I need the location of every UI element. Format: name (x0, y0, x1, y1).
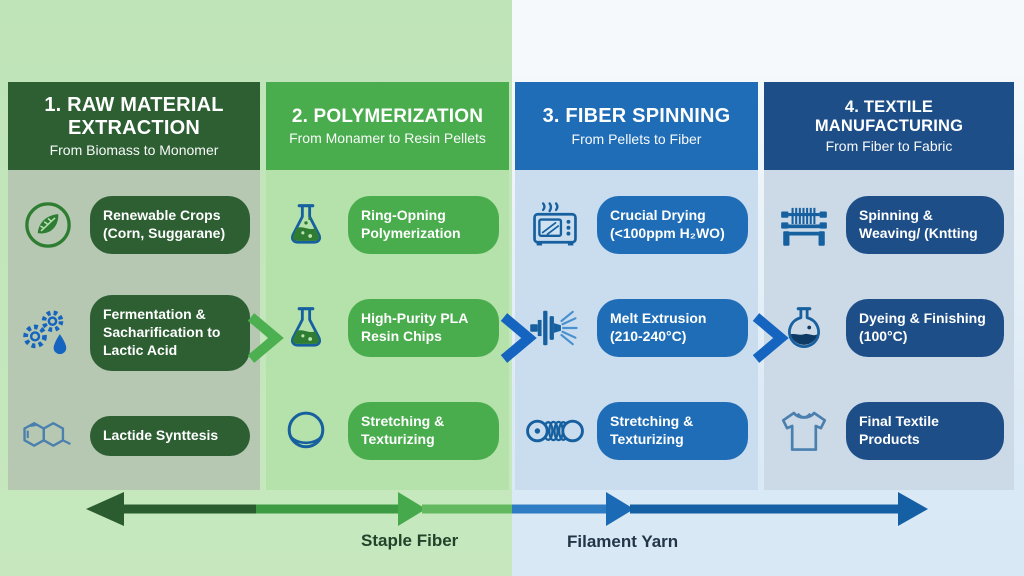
step-pill: Renewable Crops (Corn, Suggarane) (90, 196, 250, 254)
step-pill: Crucial Drying (<100ppm H₂WO) (597, 196, 748, 254)
column-3-body: Crucial Drying (<100ppm H₂WO) (515, 170, 758, 490)
step-stretching-texturizing-blue: Stretching & Texturizing (515, 402, 758, 460)
step-stretching-texturizing-green: Stretching & Texturizing (266, 402, 509, 460)
chevron-right-icon-2 (496, 310, 538, 371)
step-lactide-synthesis: Lactide Synttesis (8, 412, 260, 460)
column-2-title: 2. POLYMERIZATION (291, 105, 484, 127)
step-pill: Stretching & Texturizing (348, 402, 499, 460)
loom-icon (768, 200, 840, 250)
flow-arrow (86, 492, 928, 526)
column-raw-material-extraction: 1. RAW MATERIAL EXTRACTION From Biomass … (8, 82, 260, 490)
step-pill: High-Purity PLA Resin Chips (348, 299, 499, 357)
step-pill: Stretching & Texturizing (597, 402, 748, 460)
yarn-spool-icon (519, 408, 591, 454)
step-final-products: Final Textile Products (764, 402, 1014, 460)
column-polymerization: 2. POLYMERIZATION From Monamer to Resin … (266, 82, 509, 490)
tshirt-icon (768, 406, 840, 456)
column-1-header: 1. RAW MATERIAL EXTRACTION From Biomass … (8, 82, 260, 170)
column-4-subtitle: From Fiber to Fabric (825, 137, 953, 154)
chevron-right-icon-1 (243, 310, 285, 371)
step-dyeing-finishing: Dyeing & Finishing (100°C) (764, 299, 1014, 357)
column-1-body: Renewable Crops (Corn, Suggarane) Ferme (8, 170, 260, 490)
column-fiber-spinning: 3. FIBER SPINNING From Pellets to Fiber (515, 82, 758, 490)
step-high-purity-pla: High-Purity PLA Resin Chips (266, 299, 509, 357)
step-fermentation: Fermentation & Sacharification to Lactic… (8, 295, 260, 371)
melt-extruder-icon (519, 302, 591, 354)
step-pill: Melt Extrusion (210-240°C) (597, 299, 748, 357)
column-4-title: 4. TEXTILE MANUFACTURING (814, 98, 964, 135)
step-melt-extrusion: Melt Extrusion (210-240°C) (515, 299, 758, 357)
staple-fiber-label: Staple Fiber (361, 531, 459, 550)
column-4-header: 4. TEXTILE MANUFACTURING From Fiber to F… (764, 82, 1014, 170)
filament-yarn-label: Filament Yarn (567, 532, 679, 551)
column-textile-manufacturing: 4. TEXTILE MANUFACTURING From Fiber to F… (764, 82, 1014, 490)
step-pill: Ring-Opning Polymerization (348, 196, 499, 254)
leaf-circle-icon (12, 199, 84, 251)
column-4-body: Spinning & Weaving/ (Kntting Dyeing & Fi… (764, 170, 1014, 490)
step-pill: Spinning & Weaving/ (Kntting (846, 196, 1004, 254)
step-spinning-weaving: Spinning & Weaving/ (Kntting (764, 196, 1014, 254)
column-1-subtitle: From Biomass to Monomer (49, 141, 219, 158)
column-2-body: Ring-Opning Polymerization High-Purity P… (266, 170, 509, 490)
erlenmeyer-flask-icon (270, 303, 342, 353)
erlenmeyer-flask-icon (270, 200, 342, 250)
step-crucial-drying: Crucial Drying (<100ppm H₂WO) (515, 196, 758, 254)
step-pill: Dyeing & Finishing (100°C) (846, 299, 1004, 357)
step-ring-opening: Ring-Opning Polymerization (266, 196, 509, 254)
step-pill: Final Textile Products (846, 402, 1004, 460)
column-2-subtitle: From Monamer to Resin Pellets (289, 130, 486, 147)
column-1-title: 1. RAW MATERIAL EXTRACTION (44, 94, 224, 139)
gears-droplet-icon (12, 306, 84, 360)
step-pill: Fermentation & Sacharification to Lactic… (90, 295, 250, 371)
sphere-icon (270, 405, 342, 457)
column-3-subtitle: From Pellets to Fiber (571, 130, 702, 147)
drying-oven-icon (519, 199, 591, 251)
column-2-header: 2. POLYMERIZATION From Monamer to Resin … (266, 82, 509, 170)
column-3-header: 3. FIBER SPINNING From Pellets to Fiber (515, 82, 758, 170)
chevron-right-icon-3 (748, 310, 790, 371)
column-3-title: 3. FIBER SPINNING (542, 105, 731, 128)
round-flask-icon (768, 303, 840, 353)
step-pill: Lactide Synttesis (90, 416, 250, 456)
step-renewable-crops: Renewable Crops (Corn, Suggarane) (8, 196, 260, 254)
molecule-icon (12, 412, 84, 460)
